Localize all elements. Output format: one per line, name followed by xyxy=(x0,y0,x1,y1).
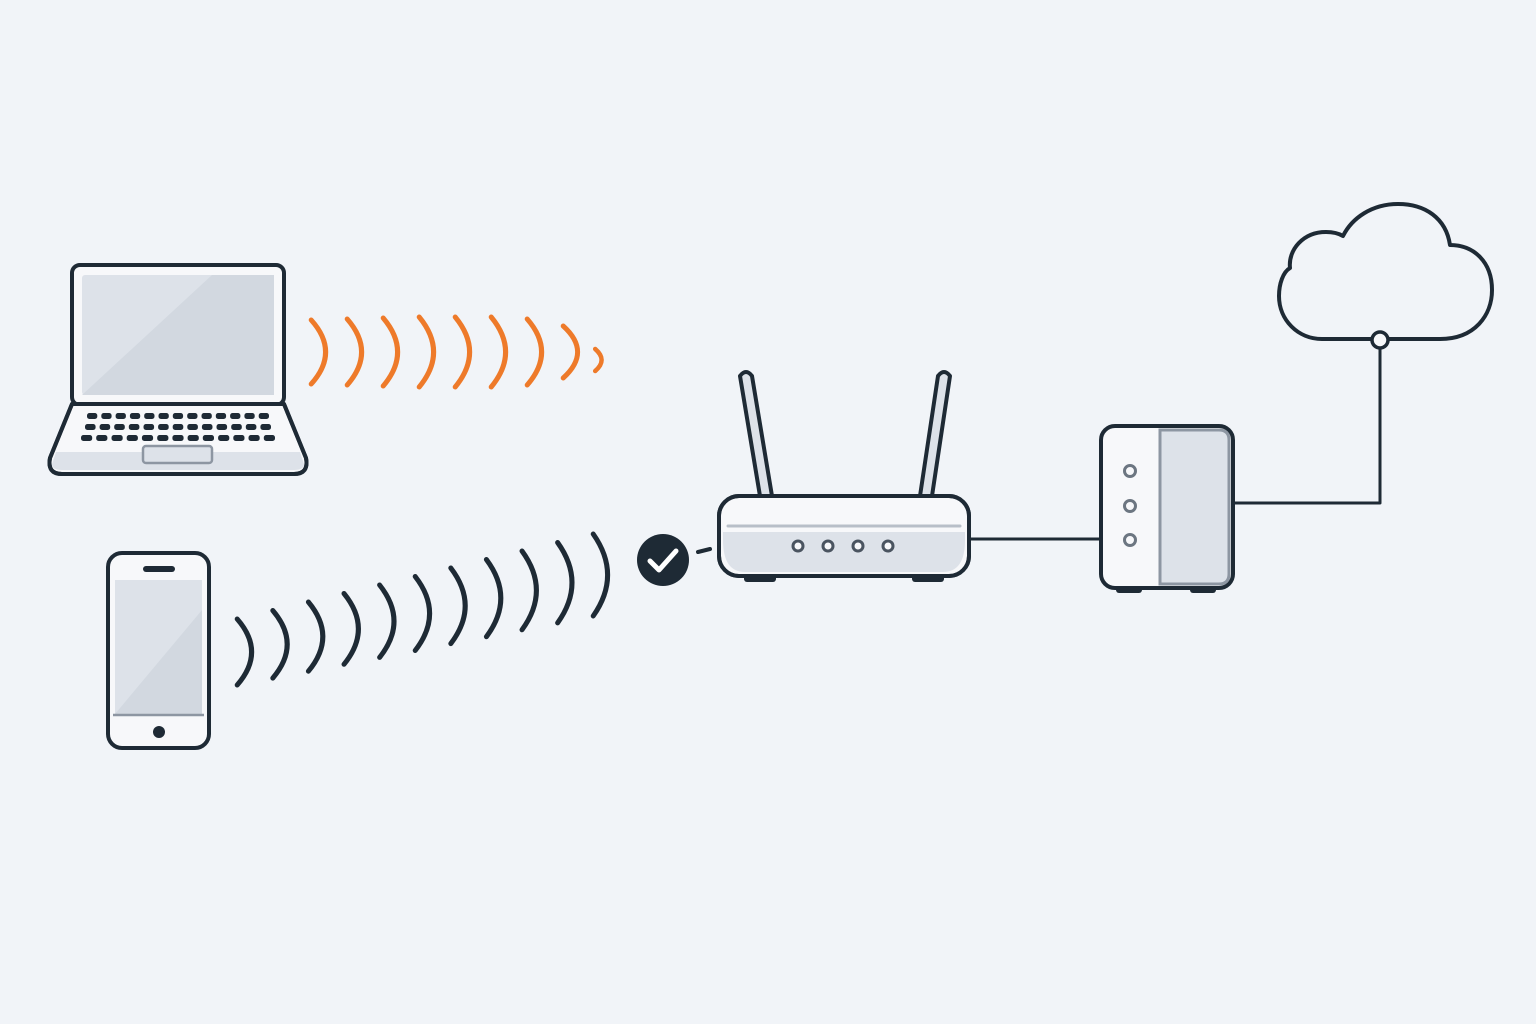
strong-signal-arc xyxy=(270,608,290,681)
weak-signal-arc xyxy=(308,317,328,387)
strong-signal-arc xyxy=(555,540,575,626)
keyboard-key xyxy=(187,435,199,441)
weak-signal-arc xyxy=(380,315,401,389)
phone-speaker xyxy=(143,566,175,572)
keyboard-key xyxy=(144,413,155,419)
strong-signal-arc xyxy=(377,582,397,660)
wifi-router-icon xyxy=(717,370,971,582)
modem-icon xyxy=(1099,424,1235,593)
weak-signal-arc xyxy=(488,314,509,390)
strong-signal-arc xyxy=(341,591,361,667)
phone-screen-glare xyxy=(115,610,202,714)
check-icon xyxy=(637,534,689,586)
strong-signal-arc xyxy=(234,616,254,688)
keyboard-key xyxy=(172,424,184,430)
keyboard-key xyxy=(126,435,138,441)
weak-signal-arc xyxy=(560,323,580,381)
keyboard-key xyxy=(244,413,255,419)
keyboard-key xyxy=(157,435,169,441)
keyboard-key xyxy=(260,424,271,430)
keyboard-key xyxy=(245,424,257,430)
router-antenna-left xyxy=(738,370,774,498)
router-led-4 xyxy=(881,539,895,553)
keyboard-key xyxy=(258,413,269,419)
modem-cloud-cable xyxy=(1231,340,1382,505)
keyboard-key xyxy=(114,424,125,430)
weak-signal-arc xyxy=(416,314,437,390)
keyboard-key xyxy=(111,435,123,441)
router-led-2 xyxy=(821,539,835,553)
router-antenna-right xyxy=(918,370,952,498)
keyboard-key xyxy=(215,413,227,419)
smartphone-icon xyxy=(106,551,211,750)
modem-side-panel xyxy=(1158,428,1231,586)
keyboard-key xyxy=(187,424,198,430)
keyboard-key xyxy=(218,435,230,441)
router-led-1 xyxy=(791,539,805,553)
keyboard-key xyxy=(141,435,154,441)
keyboard-key xyxy=(231,424,242,430)
keyboard-key xyxy=(233,435,245,441)
keyboard-key xyxy=(158,413,169,419)
phone-strong-signal xyxy=(234,531,611,688)
laptop-icon xyxy=(47,263,309,476)
keyboard-key xyxy=(172,435,184,441)
modem-led-3 xyxy=(1123,533,1137,547)
keyboard-key xyxy=(101,413,112,419)
keyboard-key xyxy=(128,424,140,430)
weak-signal-arc xyxy=(592,346,604,374)
strong-signal-arc xyxy=(448,565,468,647)
cloud-port xyxy=(1370,330,1390,350)
phone-home-button xyxy=(153,726,165,738)
keyboard-key xyxy=(115,413,126,419)
keyboard-key xyxy=(158,424,169,430)
strong-signal-arc xyxy=(483,557,504,640)
laptop-screen-glare xyxy=(82,275,274,395)
laptop-trackpad xyxy=(141,444,214,465)
laptop-keyboard xyxy=(81,413,275,441)
keyboard-key xyxy=(263,435,275,441)
keyboard-key xyxy=(129,413,141,419)
router-bottom-shade xyxy=(723,532,965,572)
keyboard-key xyxy=(99,424,111,430)
keyboard-key xyxy=(143,424,155,430)
strong-signal-arc xyxy=(519,548,539,633)
keyboard-key xyxy=(201,424,213,430)
keyboard-key xyxy=(202,435,214,441)
weak-signal-arc xyxy=(524,316,544,388)
keyboard-key xyxy=(96,435,108,441)
laptop-weak-signal xyxy=(308,314,604,390)
keyboard-key xyxy=(230,413,241,419)
keyboard-key xyxy=(81,435,93,441)
keyboard-key xyxy=(201,413,212,419)
keyboard-key xyxy=(216,424,228,430)
modem-led-2 xyxy=(1123,499,1137,513)
keyboard-key xyxy=(172,413,184,419)
strong-signal-arc xyxy=(412,574,433,653)
router-led-3 xyxy=(851,539,865,553)
weak-signal-arc xyxy=(452,314,473,390)
modem-led-1 xyxy=(1123,464,1137,478)
keyboard-key xyxy=(87,413,98,419)
keyboard-key xyxy=(187,413,198,419)
keyboard-key xyxy=(85,424,96,430)
weak-signal-arc xyxy=(344,316,364,388)
cloud-icon xyxy=(1277,202,1494,350)
strong-signal-arc xyxy=(305,599,326,674)
badge-connector-dash xyxy=(696,547,712,554)
keyboard-key xyxy=(248,435,260,441)
strong-signal-arc xyxy=(590,531,611,619)
